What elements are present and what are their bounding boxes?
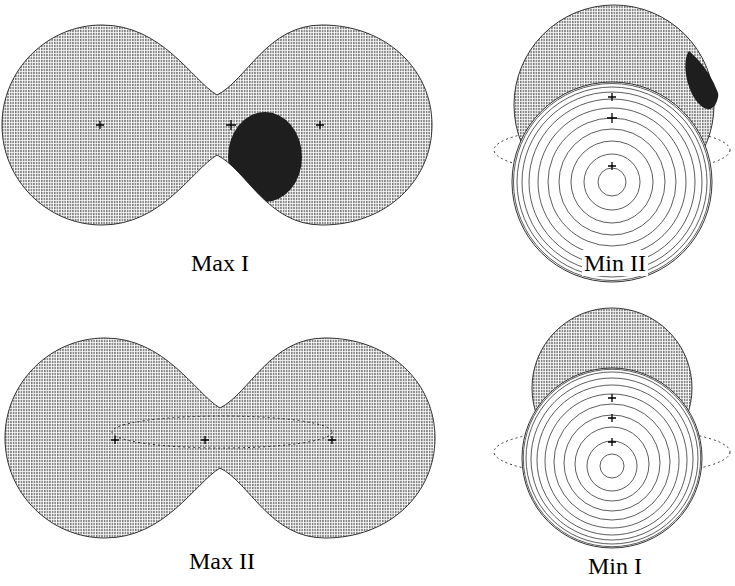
center-marks [607,93,617,170]
contact-binary-max-one [2,25,432,225]
contact-binary-min-one [494,308,730,548]
center-marks [111,436,336,444]
view-label: Min I [586,553,644,579]
center-marks [608,394,616,446]
star-spot [679,43,725,113]
view-label: Min II [582,250,648,276]
view-label: Max II [187,548,257,574]
contact-binary-min-two [494,5,730,282]
center-marks [96,120,324,130]
star-spot [228,112,302,202]
contact-binary-max-two [5,338,435,538]
view-label: Max I [189,250,251,276]
